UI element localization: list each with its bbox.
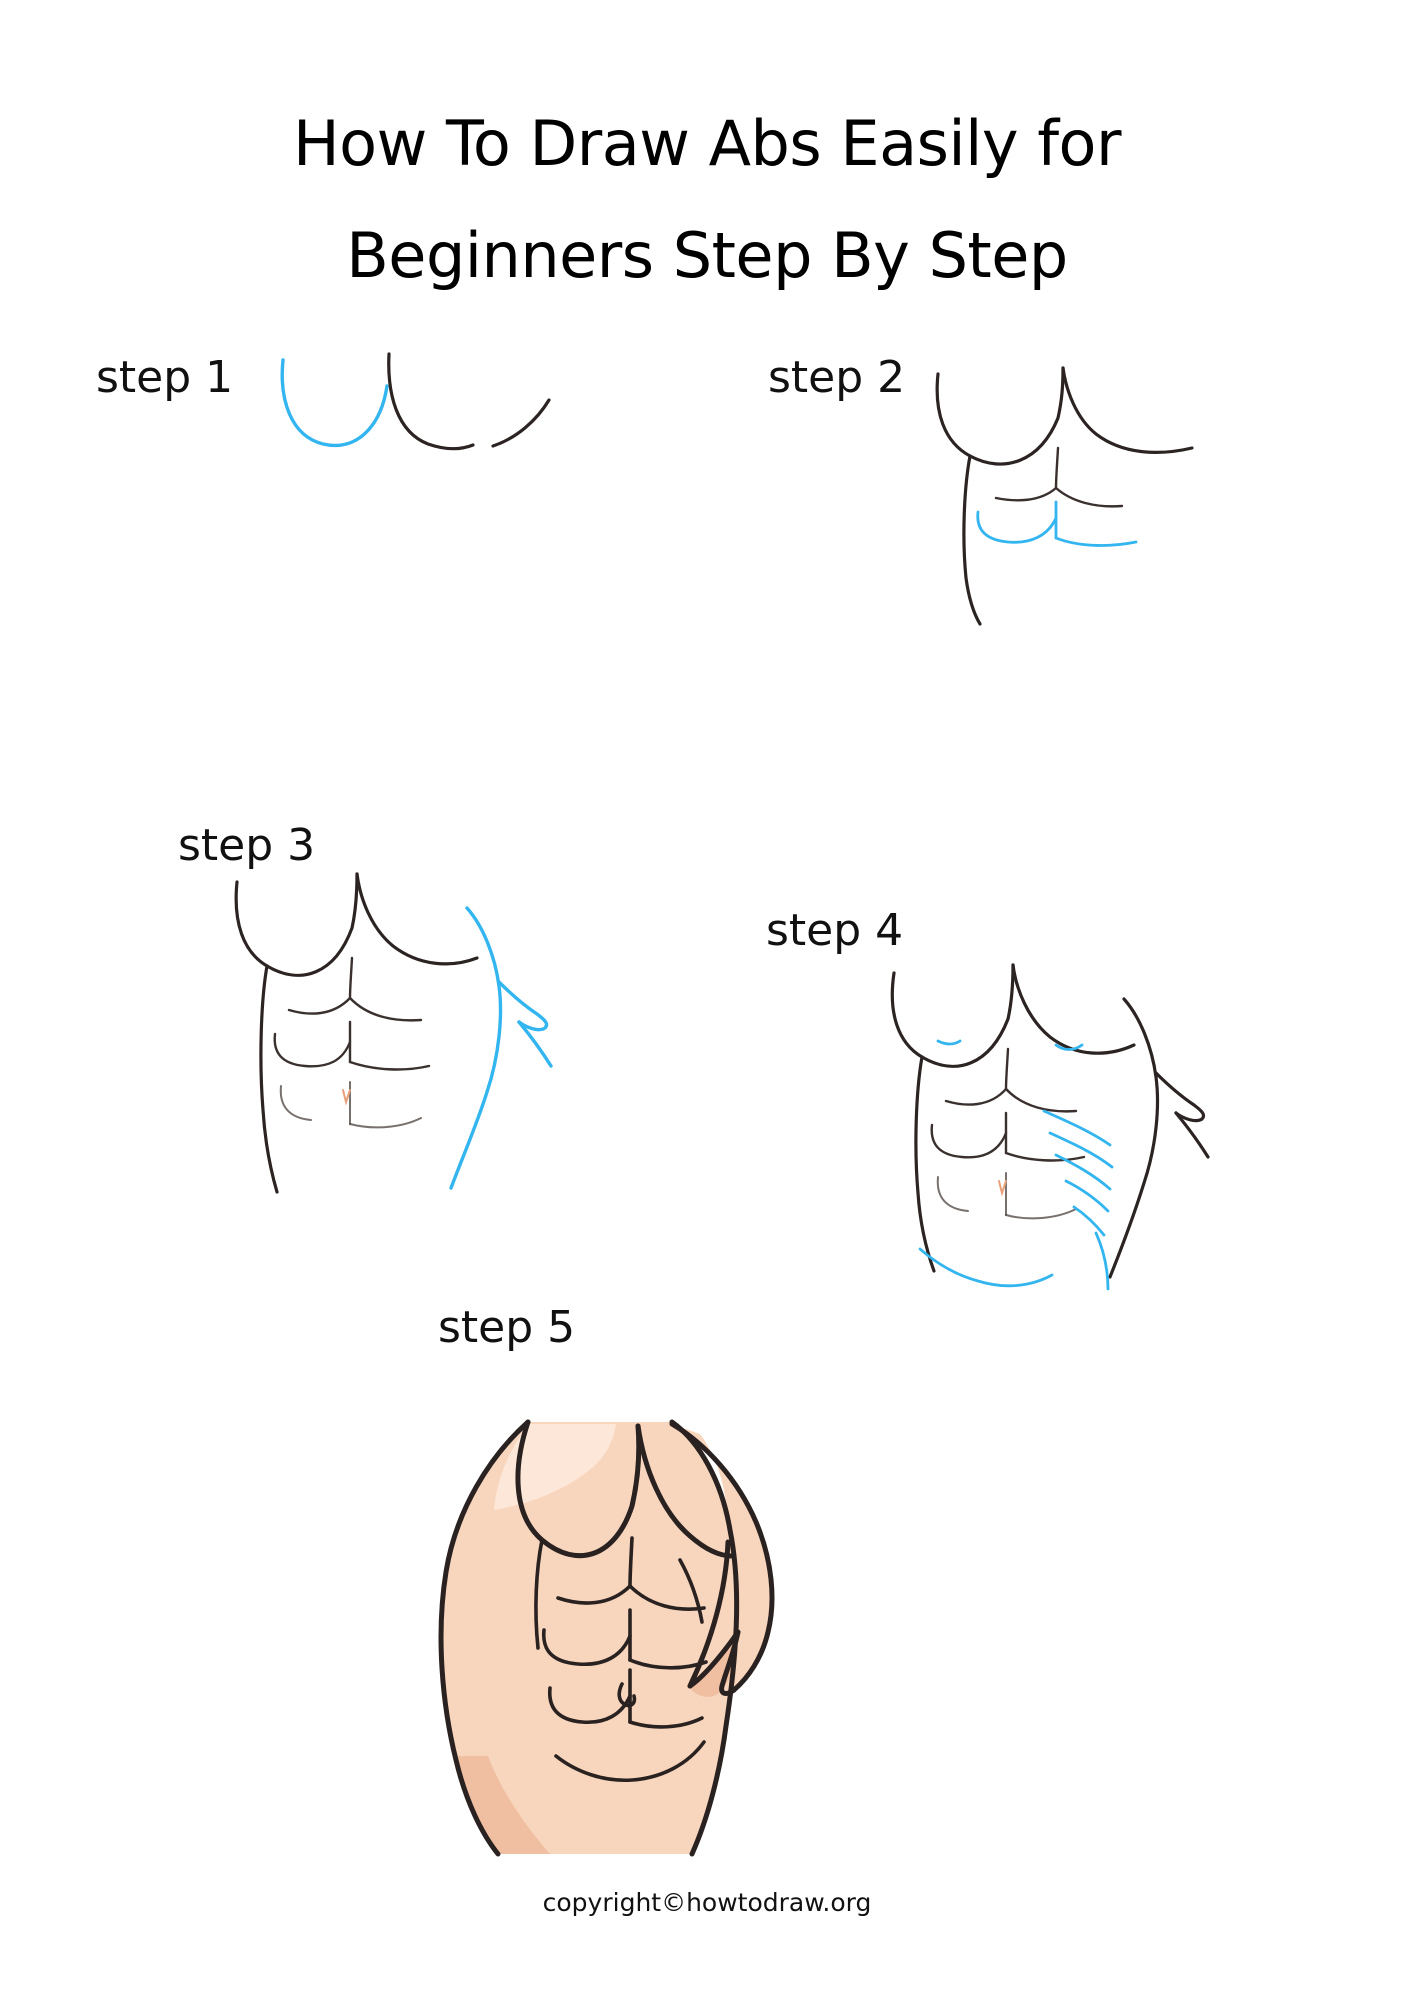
- step-5-ab-row2-right: [628, 1658, 708, 1670]
- step-5-right-outline: [669, 1419, 740, 1857]
- step-3-sternum-line: [348, 956, 354, 1000]
- step-2-label: step 2: [768, 352, 906, 403]
- step-4-sternum-line: [1004, 1047, 1010, 1091]
- step-1-illustration: [265, 352, 565, 472]
- step-5-left-outline: [438, 1419, 531, 1857]
- step-4-navel: [998, 1180, 1007, 1197]
- step-5-label: step 5: [438, 1302, 576, 1353]
- step-5-hand-outline: [719, 1629, 741, 1696]
- step-1-right-pectoral-curve: [387, 352, 475, 451]
- step-4-forearm: [1174, 1111, 1210, 1159]
- step-2-sternum-line: [1054, 446, 1060, 490]
- step-5-ab-row1-left: [556, 1584, 632, 1605]
- step-2-ab-row2-left-blue: [976, 510, 1058, 544]
- step-4-drawing: [890, 963, 1210, 1291]
- step-5-oblique-line: [678, 1558, 704, 1624]
- step-4-oblique-hatch-4-blue: [1064, 1179, 1110, 1213]
- step-4-left-pectoral: [890, 963, 1015, 1068]
- step-4-hip-line-right-blue: [1094, 1231, 1110, 1291]
- step-5-lower-abdomen-line: [554, 1740, 706, 1783]
- step-3-ab-row1-left: [287, 996, 352, 1015]
- step-4-hip-line-left-blue: [918, 1247, 1054, 1288]
- step-3-drawing: [234, 872, 553, 1194]
- step-4-ab-row1-right: [1004, 1087, 1078, 1113]
- step-5-ab-row2-left: [542, 1628, 632, 1667]
- step-5-right-pectoral: [635, 1423, 735, 1559]
- step-3-ab-row3-right: [349, 1117, 422, 1129]
- step-4-right-pectoral: [1011, 963, 1136, 1055]
- step-3-hand-blue: [497, 980, 549, 1032]
- step-1-shoulder-arc: [491, 398, 551, 448]
- step-4-illustration: [860, 915, 1260, 1315]
- step-1-left-pectoral-curve-blue: [280, 358, 389, 448]
- step-4-oblique-hatch-2-blue: [1048, 1131, 1114, 1169]
- step-5-illustration: [390, 1360, 890, 1860]
- step-4-ab-row1-left: [944, 1087, 1008, 1106]
- step-3-navel: [342, 1089, 351, 1106]
- step-4-ab-row2-left: [930, 1123, 1008, 1159]
- step-1-drawing: [280, 352, 551, 451]
- step-4-label: step 4: [766, 905, 904, 956]
- step-5-navel: [617, 1682, 637, 1708]
- step-5-ab-row1-right: [628, 1584, 706, 1611]
- step-3-ab-row2-right: [348, 1060, 431, 1071]
- step-5-arm-fill: [672, 1424, 772, 1694]
- step-4-ab-row3-left: [936, 1176, 969, 1212]
- step-4-nipple-right-blue: [1054, 1043, 1084, 1051]
- step-2-drawing: [935, 366, 1194, 626]
- step-3-ab-row3-left: [279, 1085, 312, 1121]
- page-title: How To Draw Abs Easily for Beginners Ste…: [0, 88, 1414, 312]
- step-2-ab-row2-right-blue: [1054, 536, 1138, 547]
- step-3-left-torso-side: [259, 964, 279, 1194]
- step-3-label: step 3: [178, 820, 316, 871]
- step-4-arm-outer: [1108, 997, 1160, 1279]
- step-4-ab-row2-right: [1004, 1151, 1086, 1162]
- step-1-label: step 1: [96, 352, 234, 403]
- step-3-left-pectoral: [234, 872, 359, 977]
- step-4-oblique-hatch-3-blue: [1054, 1153, 1112, 1191]
- step-3-right-pectoral: [355, 872, 479, 966]
- page-title-line-1: How To Draw Abs Easily for: [293, 107, 1121, 180]
- step-3-arm-outer-blue: [449, 906, 503, 1190]
- step-5-shadow-left-hip: [456, 1756, 550, 1854]
- step-5-ab-row3-left: [548, 1686, 632, 1724]
- step-2-ab-row1-left: [994, 486, 1058, 502]
- step-5-drawing: [438, 1419, 775, 1857]
- step-4-nipple-left-blue: [936, 1039, 962, 1046]
- step-2-left-pectoral: [935, 366, 1065, 466]
- step-2-ab-row1-right: [1054, 486, 1124, 508]
- step-5-highlight-chest: [494, 1424, 616, 1510]
- step-4-oblique-hatch-5-blue: [1072, 1205, 1106, 1237]
- step-3-ab-row1-right: [348, 996, 423, 1022]
- step-4-oblique-hatch-1-blue: [1042, 1109, 1112, 1147]
- copyright-text: copyright©howtodraw.org: [542, 1888, 872, 1917]
- step-5-sternum-line: [628, 1536, 634, 1588]
- step-2-right-pectoral: [1061, 366, 1194, 454]
- step-5-arm-outer-outline: [669, 1421, 775, 1693]
- step-3-forearm-blue: [517, 1020, 553, 1068]
- step-5-torso-fill: [441, 1422, 737, 1854]
- step-5-ab-row3-right: [628, 1716, 704, 1729]
- step-4-hand: [1154, 1071, 1206, 1123]
- step-3-illustration: [215, 870, 565, 1200]
- step-4-ab-row3-right: [1005, 1208, 1077, 1220]
- step-5-left-pectoral: [515, 1419, 642, 1559]
- step-5-arm-inner-outline: [687, 1539, 731, 1689]
- step-2-left-torso-side: [962, 454, 982, 626]
- step-4-left-torso-side: [914, 1055, 936, 1273]
- step-3-ab-row2-left: [273, 1032, 352, 1068]
- step-2-illustration: [900, 356, 1200, 626]
- page-title-line-2: Beginners Step By Step: [346, 219, 1068, 292]
- step-5-torso-inner-left: [534, 1538, 544, 1650]
